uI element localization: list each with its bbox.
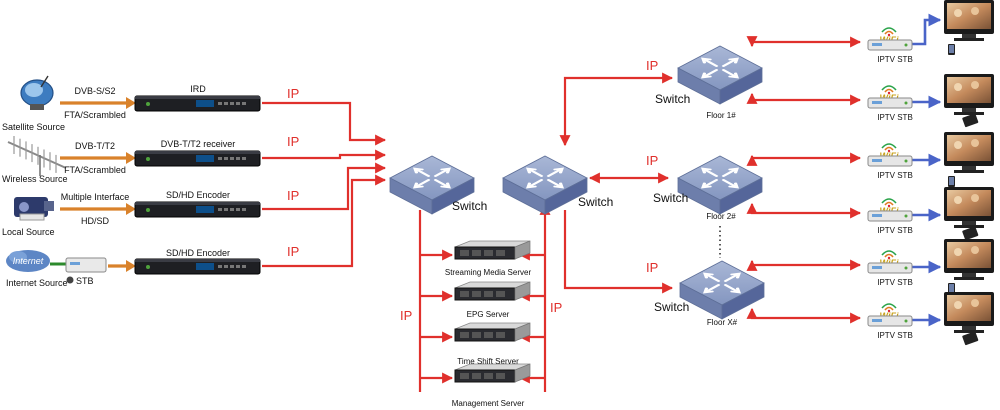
signal-arrowhead — [126, 260, 136, 272]
ip-link-stb — [746, 202, 862, 219]
iptv-stb — [867, 210, 913, 222]
video-link — [912, 13, 942, 46]
internet-cloud-icon: Internet — [6, 250, 107, 284]
ip-label: IP — [287, 188, 299, 203]
rack-device — [134, 258, 261, 275]
ip-link-source — [262, 174, 387, 268]
stb-label: IPTV STB — [877, 171, 913, 180]
floor-label: Floor X# — [707, 318, 738, 327]
signal-sub: FTA/Scrambled — [64, 110, 126, 120]
tv-icon — [944, 0, 994, 41]
ip-link-floor1 — [559, 72, 674, 147]
signal-type: Multiple Interface — [61, 192, 130, 202]
tv-icon — [944, 74, 994, 115]
rack-device — [134, 201, 261, 218]
source-name: Satellite Source — [2, 122, 65, 132]
stb-label: IPTV STB — [877, 113, 913, 122]
iptv-stb — [867, 262, 913, 274]
device-label: DVB-T/T2 receiver — [161, 139, 236, 149]
stb-label: IPTV STB — [877, 331, 913, 340]
signal-arrowhead — [126, 152, 136, 164]
ip-label: IP — [646, 58, 658, 73]
iptv-stb — [867, 97, 913, 109]
source-name: Wireless Source — [2, 174, 68, 184]
switch-label: Switch — [653, 191, 688, 205]
floor-label: Floor 2# — [706, 212, 736, 221]
ip-link-source — [262, 149, 387, 161]
tv-icon — [944, 239, 994, 280]
switch-label: Switch — [578, 195, 613, 209]
ip-label: IP — [550, 300, 562, 315]
core-switch-left — [389, 155, 475, 215]
ip-label: IP — [400, 308, 412, 323]
device-label: IRD — [190, 84, 206, 94]
antenna-icon — [7, 136, 67, 176]
tv-icon — [944, 132, 994, 173]
ip-link-stb — [746, 36, 862, 48]
ip-link-floorx — [563, 210, 674, 294]
switch-label: Switch — [452, 199, 487, 213]
ip-link-source — [262, 162, 387, 211]
iptv-stb — [867, 39, 913, 51]
ip-label: IP — [287, 86, 299, 101]
diagram-objects: InternetWiFiWiFiWiFiWiFiWiFiWiFi — [6, 0, 994, 383]
server-label: Time Shift Server — [457, 357, 519, 366]
tablet-icon — [962, 113, 979, 128]
ip-label: IP — [287, 244, 299, 259]
camera-icon — [14, 197, 54, 221]
floor-label: Floor 1# — [706, 111, 736, 120]
server — [454, 240, 531, 260]
signal-arrowhead — [126, 203, 136, 215]
signal-arrowhead — [126, 97, 136, 109]
ip-label: IP — [287, 134, 299, 149]
floor-switch-x — [679, 260, 765, 320]
ip-label: IP — [646, 260, 658, 275]
signal-sub: HD/SD — [81, 216, 110, 226]
signal-type: DVB-S/S2 — [74, 86, 115, 96]
signal-type: DVB-T/T2 — [75, 141, 115, 151]
device-label: SD/HD Encoder — [166, 190, 230, 200]
internet-cloud-text: Internet — [13, 256, 44, 266]
switch-label: Switch — [654, 300, 689, 314]
server-label: Management Server — [452, 399, 525, 408]
ip-link-stb — [746, 307, 862, 324]
phone-icon — [948, 176, 955, 187]
stb-label: IPTV STB — [877, 278, 913, 287]
phone-icon — [948, 44, 955, 55]
server-label: Streaming Media Server — [445, 268, 532, 277]
ip-label: IP — [646, 153, 658, 168]
rack-device — [134, 150, 261, 167]
stb-label: IPTV STB — [877, 226, 913, 235]
server — [454, 363, 531, 383]
tablet-icon — [962, 331, 979, 346]
source-name: Local Source — [2, 227, 55, 237]
satellite-dish-icon — [20, 75, 54, 110]
tablet-icon — [962, 226, 979, 241]
stb-label: IPTV STB — [877, 55, 913, 64]
device-label: SD/HD Encoder — [166, 248, 230, 258]
floor-switch-2 — [677, 155, 763, 215]
phone-icon — [948, 283, 955, 294]
signal-sub: FTA/Scrambled — [64, 165, 126, 175]
floor-switch-1 — [677, 45, 763, 105]
stb-label: STB — [76, 276, 94, 286]
tv-icon — [944, 187, 994, 228]
ip-link-stb — [746, 259, 862, 271]
core-switch-center — [502, 155, 588, 215]
server-label: EPG Server — [467, 310, 510, 319]
server — [454, 322, 531, 342]
rack-device — [134, 95, 261, 112]
server — [454, 281, 531, 301]
ip-link-source — [262, 101, 387, 146]
tv-icon — [944, 292, 994, 333]
switch-label: Switch — [655, 92, 690, 106]
iptv-stb — [867, 315, 913, 327]
connection-lines — [60, 13, 942, 392]
ip-link-stb — [746, 152, 862, 166]
iptv-stb — [867, 155, 913, 167]
ip-link-stb — [746, 92, 862, 106]
source-name: Internet Source — [6, 278, 68, 288]
